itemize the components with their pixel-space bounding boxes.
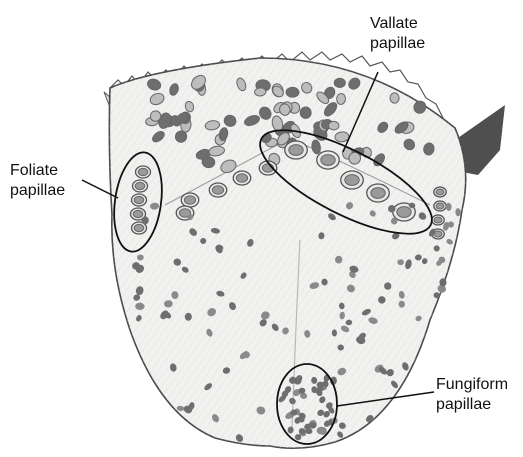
vallate-papilla-center xyxy=(289,145,303,156)
foliate-papilla-center xyxy=(138,168,148,175)
root-papilla xyxy=(300,107,311,119)
vallate-label-line1: Vallate xyxy=(370,14,425,34)
vallate-papillae-label: Vallate papillae xyxy=(370,14,425,54)
root-papilla xyxy=(390,93,399,104)
vallate-papilla-center xyxy=(397,207,411,218)
root-papilla xyxy=(328,121,339,130)
foliate-papilla-center xyxy=(134,224,144,231)
foliate-papilla-right-center xyxy=(436,189,444,195)
foliate-papilla-center xyxy=(134,196,144,203)
root-papilla xyxy=(336,93,346,105)
vallate-label-line2: papillae xyxy=(370,34,425,54)
vallate-papilla-center xyxy=(345,175,359,186)
foliate-papilla-right-center xyxy=(434,217,442,223)
vallate-papilla-center xyxy=(236,174,247,182)
root-papilla xyxy=(286,87,299,97)
fungiform-label-line1: Fungiform xyxy=(436,375,508,395)
root-papilla xyxy=(334,78,345,87)
root-papilla xyxy=(254,88,266,97)
fungiform-papillae-label: Fungiform papillae xyxy=(436,375,508,415)
foliate-label-line1: Foliate xyxy=(10,161,65,181)
foliate-papilla-center xyxy=(133,210,143,217)
foliate-papilla-center xyxy=(135,182,145,189)
vallate-papilla-center xyxy=(371,188,385,199)
foliate-label-line2: papillae xyxy=(10,181,65,201)
fungiform-label-line2: papillae xyxy=(436,395,508,415)
vallate-papilla-center xyxy=(184,196,195,204)
foliate-papillae-label: Foliate papillae xyxy=(10,161,65,201)
foliate-papilla-right-center xyxy=(436,203,444,209)
vallate-papilla-center xyxy=(321,155,335,166)
vallate-papilla-center xyxy=(212,186,223,194)
